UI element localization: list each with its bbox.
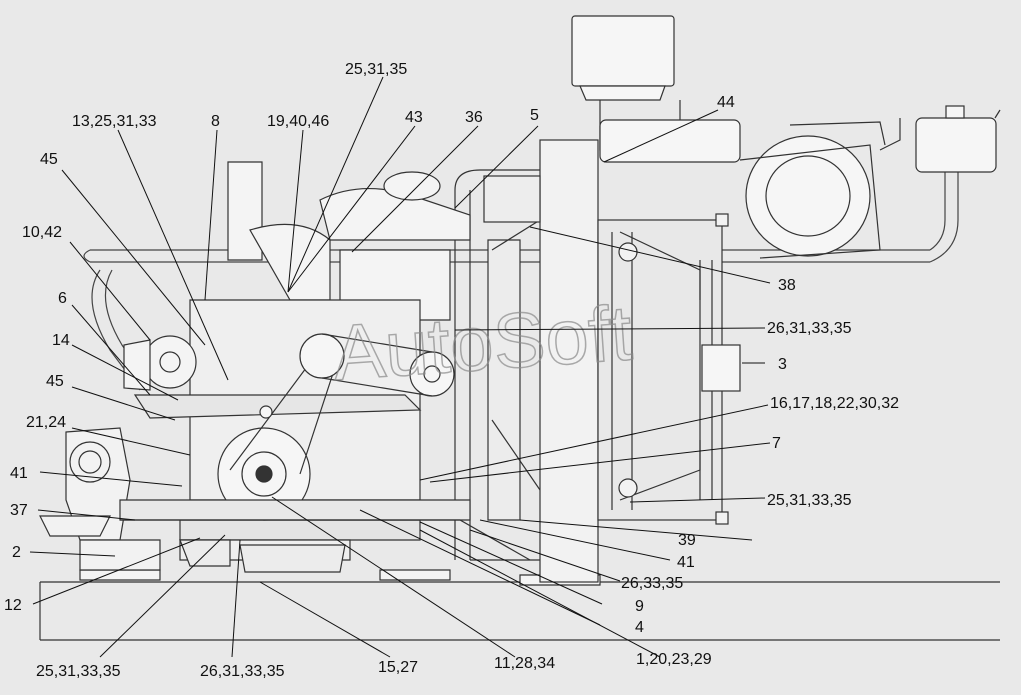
- callout-10-42: 10,42: [22, 224, 62, 241]
- callout-36: 36: [465, 109, 483, 126]
- callout-16-17-18-22-30-32: 16,17,18,22,30,32: [770, 395, 899, 412]
- callout-26-31-33-35-right: 26,31,33,35: [767, 320, 852, 337]
- callout-7: 7: [772, 435, 781, 452]
- callout-25-31-35-top: 25,31,35: [345, 61, 407, 78]
- callout-39: 39: [678, 532, 696, 549]
- callout-19-40-46: 19,40,46: [267, 113, 329, 130]
- front-mount: [39, 427, 531, 571]
- callout-12: 12: [4, 597, 22, 614]
- callout-26-31-33-35-bottom: 26,31,33,35: [200, 663, 285, 680]
- callout-41-right: 41: [677, 554, 695, 571]
- callout-9: 9: [635, 598, 644, 615]
- expansion-tank: [879, 105, 1001, 173]
- callout-44: 44: [717, 94, 735, 111]
- callout-45-mid: 45: [46, 373, 64, 390]
- callout-4: 4: [635, 619, 644, 636]
- callout-21-24: 21,24: [26, 414, 66, 431]
- callout-15-27: 15,27: [378, 659, 418, 676]
- callout-3: 3: [778, 356, 787, 373]
- callout-11-28-34: 11,28,34: [494, 655, 555, 672]
- callout-38: 38: [778, 277, 796, 294]
- callout-8: 8: [211, 113, 220, 130]
- callout-labels: 25,31,35 13,25,31,33 8 19,40,46 43 36 5 …: [4, 61, 899, 680]
- callout-25-31-33-35-bottom: 25,31,33,35: [36, 663, 121, 680]
- oil-pan: [179, 539, 346, 573]
- callout-2: 2: [12, 544, 21, 561]
- callout-25-31-33-35-right: 25,31,33,35: [767, 492, 852, 509]
- callout-14: 14: [52, 332, 70, 349]
- callout-26-33-35: 26,33,35: [621, 575, 683, 592]
- callout-43: 43: [405, 109, 423, 126]
- pulleys-and-belt: [217, 333, 455, 521]
- air-filter: [571, 15, 886, 259]
- callout-41-left: 41: [10, 465, 28, 482]
- callout-5: 5: [530, 107, 539, 124]
- base-floor: [39, 569, 1000, 641]
- alternator: [123, 335, 197, 391]
- radiator: [539, 139, 741, 583]
- callout-6: 6: [58, 290, 67, 307]
- callout-37: 37: [10, 502, 28, 519]
- callout-13-25-31-33: 13,25,31,33: [72, 113, 157, 130]
- callout-1-20-23-29: 1,20,23,29: [636, 651, 712, 668]
- leader-lines: [29, 76, 771, 658]
- callout-45-top: 45: [40, 151, 58, 168]
- watermark: AutoSoft: [330, 288, 635, 397]
